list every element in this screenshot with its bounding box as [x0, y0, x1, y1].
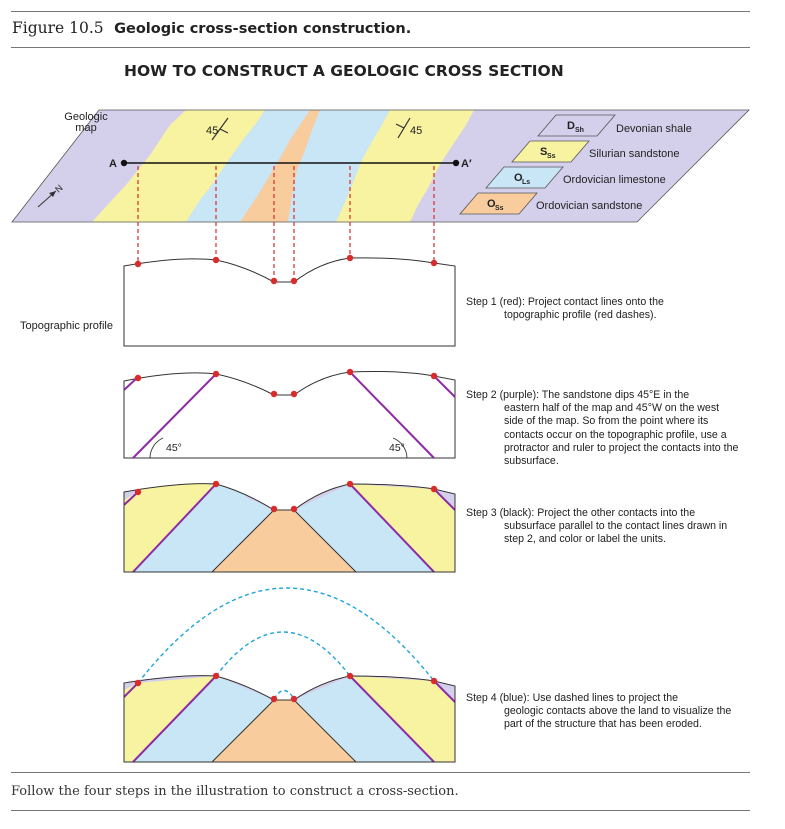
svg-text:Devonian shale: Devonian shale	[616, 123, 692, 135]
map-band-silurian-west	[92, 110, 265, 222]
geologic-map: 45 45 A A′ Geologic map N	[11, 109, 750, 223]
point-a-prime-label: A′	[461, 158, 472, 170]
step4-cross-section	[123, 587, 456, 763]
step3-label: Step 3	[466, 507, 497, 519]
step2-profile	[123, 368, 456, 459]
svg-text:Ordovician limestone: Ordovician limestone	[563, 174, 666, 186]
point-a-marker	[120, 159, 128, 167]
svg-text:O: O	[514, 172, 523, 184]
svg-text:Silurian sandstone: Silurian sandstone	[589, 148, 680, 160]
point-a-label: A	[109, 158, 117, 170]
step4-first-line: (blue): Use dashed lines to project the	[499, 692, 679, 704]
svg-text:Ls: Ls	[522, 179, 530, 186]
svg-text:S: S	[540, 146, 547, 158]
topographic-profile-label: Topographic profile	[20, 320, 113, 332]
header-rule	[11, 47, 750, 48]
figure-header: Figure 10.5 Geologic cross-section const…	[12, 19, 411, 38]
step1-first-line: (red): Project contact lines onto the	[499, 296, 664, 308]
step1-body: topographic profile (red dashes).	[504, 309, 657, 322]
step1-profile	[123, 254, 456, 347]
map-band-limestone-east	[288, 110, 390, 222]
figure-number: Figure 10.5	[12, 19, 104, 37]
red-projection-dashes	[137, 166, 435, 279]
map-band-silurian-east	[336, 110, 474, 222]
step4-text: Step 4 (blue): Use dashed lines to proje…	[466, 692, 741, 732]
angle-label-right: 45°	[389, 442, 405, 454]
step3-body: subsurface parallel to the contact lines…	[504, 520, 728, 546]
svg-text:Sh: Sh	[575, 127, 584, 134]
step2-label: Step 2	[466, 389, 497, 401]
step3-first-line: (black): Project the other contacts into…	[499, 507, 696, 519]
legend-item-silurian-sandstone: S Ss Silurian sandstone	[511, 140, 680, 163]
top-rule	[11, 11, 750, 12]
dip-symbol-right	[397, 117, 411, 139]
map-band-limestone-west	[186, 110, 310, 222]
angle-label-left: 45°	[166, 442, 182, 454]
figure-title: Geologic cross-section construction.	[114, 21, 412, 37]
svg-text:N: N	[53, 183, 65, 195]
step3-text: Step 3 (black): Project the other contac…	[466, 507, 741, 547]
dip-label-left: 45	[206, 125, 218, 137]
legend-item-devonian-shale: D Sh Devonian shale	[537, 114, 692, 137]
step4-label: Step 4	[466, 692, 497, 704]
bottom-rule	[11, 810, 750, 811]
legend-item-ordovician-limestone: O Ls Ordovician limestone	[485, 166, 666, 189]
legend: D Sh Devonian shale S Ss Silurian sandst…	[459, 114, 692, 215]
legend-item-ordovician-sandstone: O Ss Ordovician sandstone	[459, 192, 642, 215]
svg-text:D: D	[567, 120, 575, 132]
step1-label: Step 1	[466, 296, 497, 308]
step2-body: eastern half of the map and 45°W on the …	[504, 402, 739, 468]
point-a-prime-marker	[452, 159, 460, 167]
caption-top-rule	[11, 772, 750, 773]
step3-cross-section	[123, 480, 456, 573]
north-arrow-icon: N	[37, 183, 65, 208]
figure-caption: Follow the four steps in the illustratio…	[11, 784, 459, 799]
map-label-line2: map	[75, 122, 96, 134]
svg-text:Ordovician sandstone: Ordovician sandstone	[536, 200, 642, 212]
main-title: HOW TO CONSTRUCT A GEOLOGIC CROSS SECTIO…	[124, 62, 564, 80]
svg-text:Ss: Ss	[495, 205, 504, 212]
svg-text:O: O	[487, 198, 496, 210]
map-band-ordovician-sandstone	[240, 110, 320, 222]
step4-body: geologic contacts above the land to visu…	[504, 705, 732, 731]
step1-text: Step 1 (red): Project contact lines onto…	[466, 296, 741, 322]
step2-first-line: (purple): The sandstone dips 45°E in the	[499, 389, 690, 401]
dip-label-right: 45	[410, 125, 422, 137]
map-label-line1: Geologic	[64, 111, 108, 123]
step2-text: Step 2 (purple): The sandstone dips 45°E…	[466, 389, 741, 468]
svg-text:Ss: Ss	[547, 153, 556, 160]
